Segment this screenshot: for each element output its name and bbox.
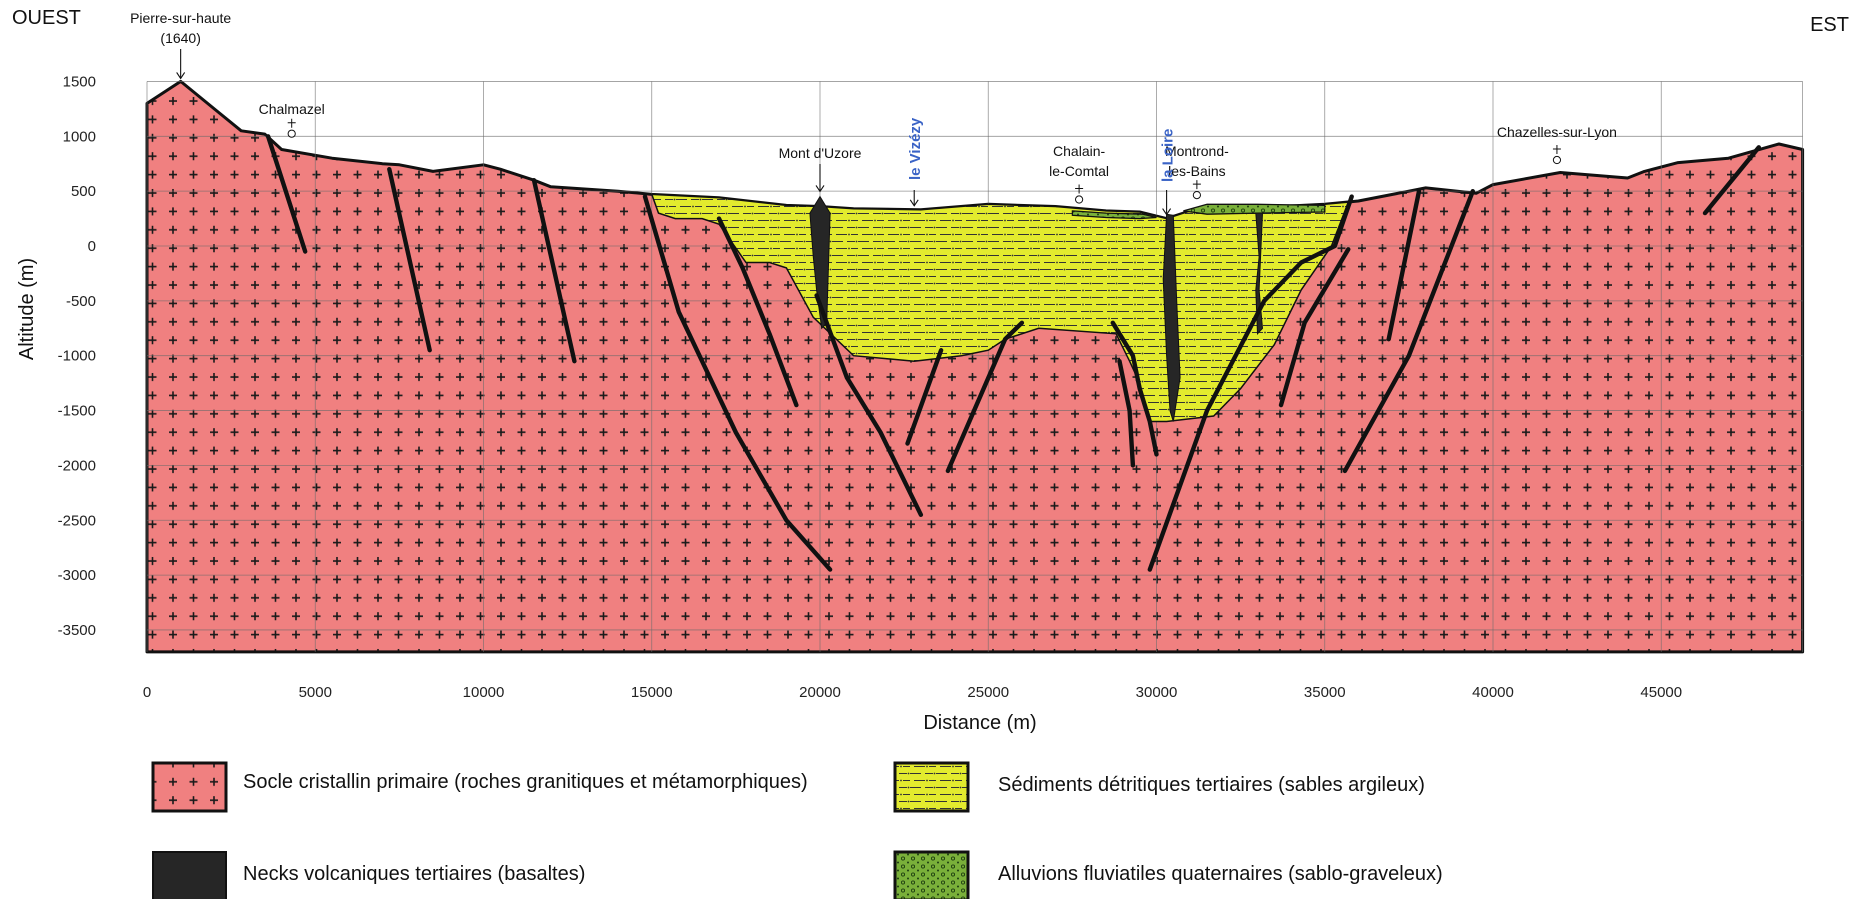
place-name: Chazelles-sur-Lyon (1497, 124, 1617, 140)
fault-line-12 (1278, 247, 1351, 408)
legend-item-sediments: Sédiments détritiques tertiaires (sables… (893, 761, 1425, 813)
fault-line-15 (1702, 145, 1762, 216)
legend-swatch-alluvions (893, 850, 970, 899)
y-tick-label: -2000 (58, 457, 96, 474)
fault-line-8 (945, 320, 1025, 474)
y-tick-label: 500 (71, 183, 96, 200)
y-axis-ticks: 1500 1000 500 0 -500 -1000 -1500 -2000 -2500 -300… (58, 73, 96, 639)
place-name: Pierre-sur-haute (130, 10, 231, 26)
river-name: le Vizézy (907, 117, 924, 180)
faults (265, 134, 1762, 572)
socle-formation (145, 79, 1805, 654)
village-marker-icon (1552, 155, 1562, 165)
x-tick-label: 45000 (1640, 684, 1682, 701)
fault-line-1 (265, 134, 308, 254)
place-chazelles: Chazelles-sur-Lyon (1497, 124, 1617, 165)
river-vizezy: le Vizézy (907, 117, 924, 207)
place-chalmazel: Chalmazel (259, 101, 325, 138)
alluvion-deposit-1 (1071, 210, 1157, 220)
fault-line-13 (1342, 188, 1476, 474)
y-tick-label: 0 (88, 238, 96, 255)
legend-label-volcanic: Necks volcaniques tertiaires (basaltes) (243, 863, 585, 885)
village-marker-icon (1075, 195, 1084, 204)
river-name: la Loire (1160, 129, 1177, 182)
x-tick-label: 40000 (1472, 684, 1514, 701)
place-montrond: Montrond-les-Bains (1165, 143, 1229, 200)
y-tick-label: -500 (66, 293, 96, 310)
y-tick-label: -3000 (58, 567, 96, 584)
x-tick-label: 15000 (631, 684, 673, 701)
fault-line-2 (387, 166, 432, 353)
river-labels: le Vizézy la Loire (907, 117, 1177, 216)
quaternary-alluvions (1071, 203, 1326, 220)
x-tick-label: 25000 (967, 684, 1009, 701)
legend-label-socle: Socle cristallin primaire (roches granit… (243, 771, 808, 793)
place-name-line2: les-Bains (1168, 163, 1226, 179)
arrow-head-icon (176, 72, 186, 80)
alluvion-deposit-2 (1183, 203, 1326, 215)
y-axis-label: Altitude (m) (16, 258, 38, 360)
fault-line-4 (642, 194, 833, 572)
legend-swatch-socle (151, 761, 228, 813)
y-tick-label: -2500 (58, 512, 96, 529)
legend-item-volcanic: Necks volcaniques tertiaires (basaltes) (152, 851, 585, 899)
river-loire: la Loire (1160, 129, 1177, 216)
place-chalain: Chalain-le-Comtal (1049, 143, 1109, 204)
village-marker-icon (287, 129, 296, 138)
x-axis-ticks: 0 5000 10000 15000 20000 25000 30000 35000 40000… (143, 684, 1682, 701)
x-tick-label: 5000 (299, 684, 332, 701)
y-tick-label: -1500 (58, 403, 96, 420)
fault-line-6 (814, 293, 924, 517)
y-tick-label: 1500 (63, 73, 96, 90)
church-cross-icon (1075, 184, 1084, 194)
x-axis-label: Distance (m) (923, 712, 1036, 734)
volcanic-necks (809, 195, 1264, 422)
y-tick-label: -3500 (58, 622, 96, 639)
legend-swatch-volcanic (152, 851, 227, 899)
direction-east: EST (1810, 14, 1849, 36)
fault-line-7 (905, 348, 944, 446)
church-cross-icon (287, 118, 296, 128)
plot-area: 150010005000-500-1000-1500-2000-2500-300… (58, 10, 1805, 701)
legend-item-socle: Socle cristallin primaire (roches granit… (151, 761, 808, 813)
legend-swatch-sediments (893, 761, 970, 813)
x-tick-label: 35000 (1304, 684, 1346, 701)
legend-item-alluvions: Alluvions fluviatiles quaternaires (sabl… (893, 850, 1443, 899)
volcanic-neck-3 (1255, 212, 1264, 336)
fault-line-9 (1110, 320, 1159, 457)
arrow-head-icon (909, 199, 919, 207)
legend-label-sediments: Sédiments détritiques tertiaires (sables… (998, 774, 1425, 796)
x-tick-label: 30000 (1136, 684, 1178, 701)
fault-line-10 (1117, 359, 1136, 468)
place-name-line2: le-Comtal (1049, 163, 1109, 179)
legend-label-alluvions: Alluvions fluviatiles quaternaires (sabl… (998, 863, 1443, 885)
volcanic-neck-2 (1162, 213, 1181, 422)
y-tick-label: -1000 (58, 348, 96, 365)
x-tick-label: 0 (143, 684, 151, 701)
place-uzore: Mont d'Uzore (779, 145, 862, 193)
x-tick-label: 20000 (799, 684, 841, 701)
village-marker-icon (1192, 191, 1201, 200)
place-name: Mont d'Uzore (779, 145, 862, 161)
place-name: Montrond- (1165, 143, 1229, 159)
place-pierre: Pierre-sur-haute (1640) (130, 10, 231, 80)
place-name: Chalain- (1053, 143, 1105, 159)
legend: Socle cristallin primaire (roches granit… (151, 761, 1443, 899)
y-tick-label: 1000 (63, 128, 96, 145)
fault-line-11 (1147, 194, 1354, 572)
place-name-line2: (1640) (160, 30, 200, 46)
church-cross-icon (1192, 180, 1201, 190)
x-tick-label: 10000 (463, 684, 505, 701)
place-name: Chalmazel (259, 101, 325, 117)
fault-line-3 (531, 177, 577, 364)
fault-line-14 (1386, 188, 1422, 342)
fault-line-5 (716, 216, 799, 408)
direction-west: OUEST (12, 7, 81, 29)
arrow-head-icon (1162, 208, 1172, 216)
arrow-head-icon (815, 185, 825, 193)
church-cross-icon (1552, 145, 1561, 155)
